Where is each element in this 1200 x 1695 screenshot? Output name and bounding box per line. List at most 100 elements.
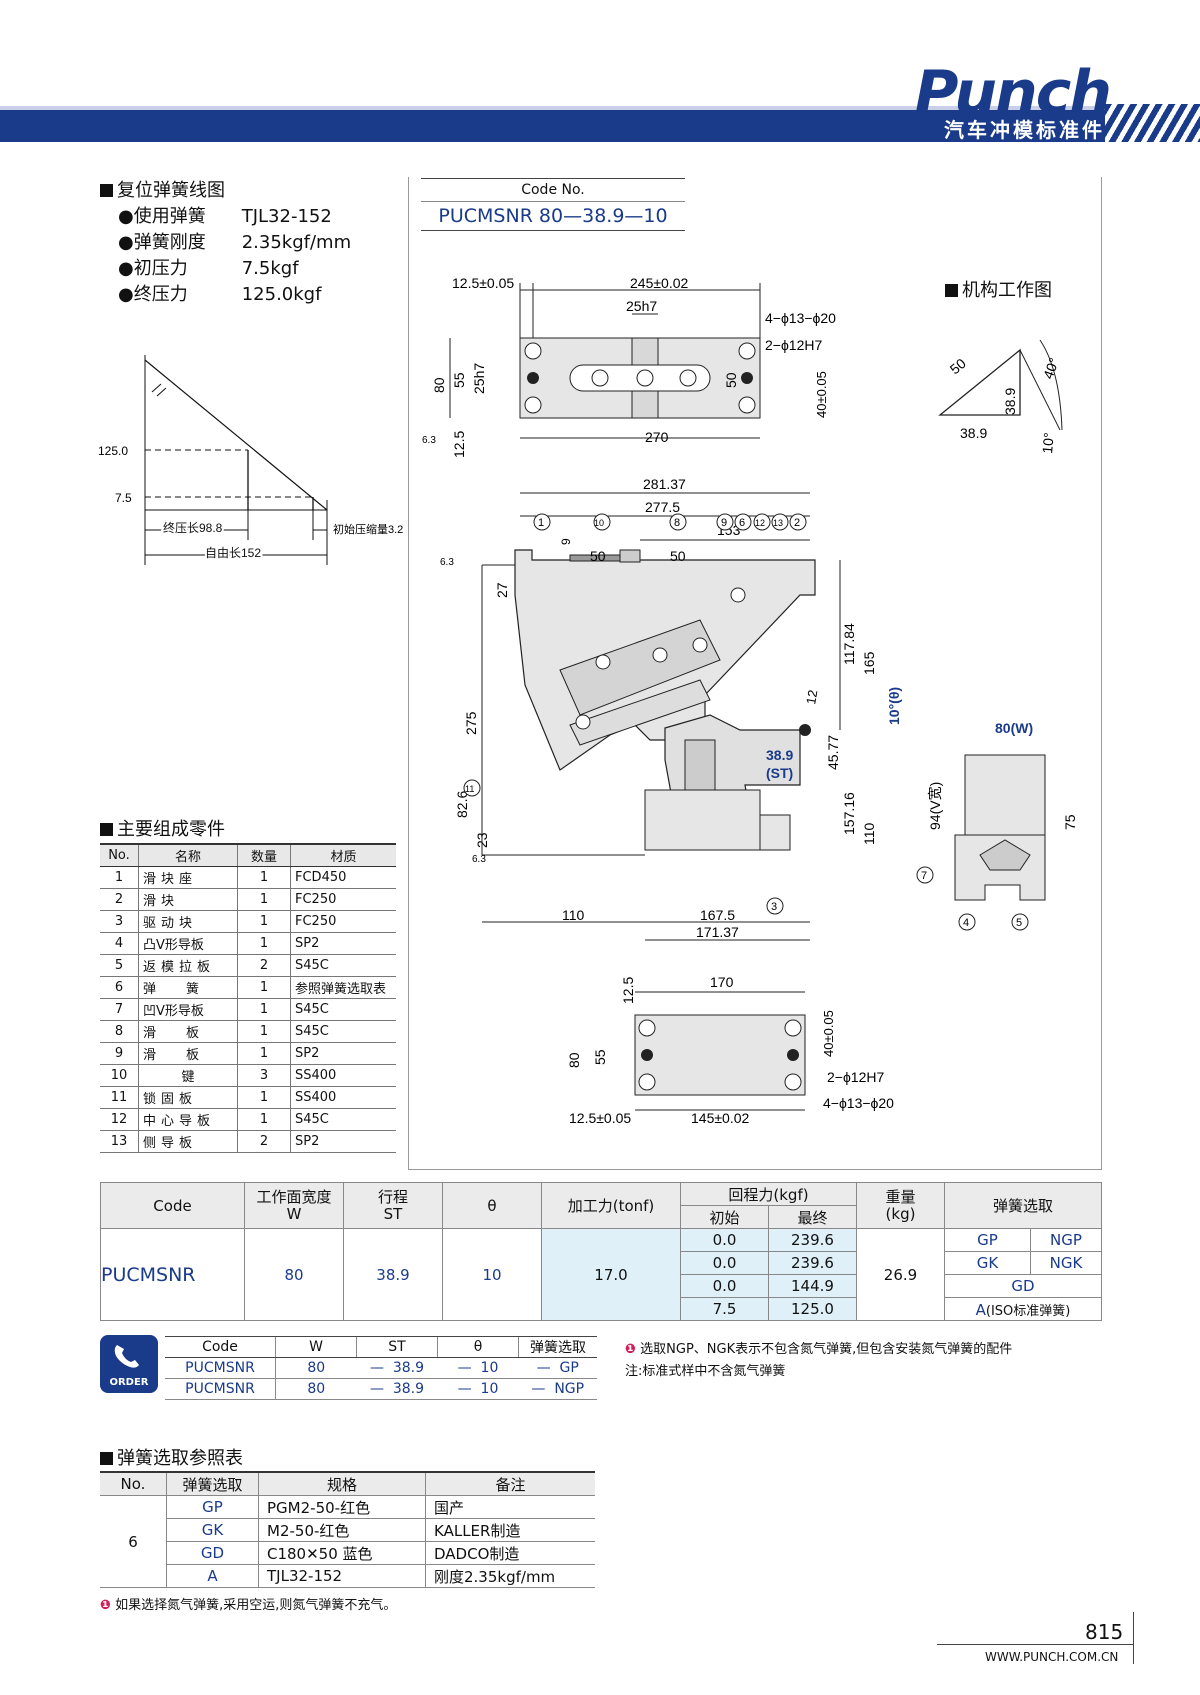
dim-171-text: 171.37 [696, 924, 739, 940]
header-stripes [1105, 104, 1200, 142]
dim-27-text: 27 [494, 582, 510, 598]
balloon-1: 1 [538, 517, 544, 529]
top-hole [636, 369, 654, 387]
v-guide-v [979, 839, 1031, 871]
dim-275-text: 275 [463, 711, 479, 735]
bot-12-5h: 12.5±0.05 [569, 1110, 631, 1126]
bot-holes-b: 2−ϕ12H7 [827, 1069, 884, 1085]
y-label-125: 125.0 [98, 444, 128, 458]
spring-diagram-title: 复位弹簧线图 [100, 176, 225, 202]
part-hole [652, 647, 668, 663]
balloon-13: 13 [773, 518, 783, 528]
footer-url: WWW.PUNCH.COM.CN [985, 1650, 1119, 1664]
order-badge: ORDER [100, 1335, 158, 1393]
dim-277-text: 277.5 [645, 499, 680, 515]
y-label-7-5: 7.5 [115, 491, 132, 505]
balloon-group: 1 10 8 9 6 12 13 2 11 3 [463, 513, 807, 915]
order-note-1: ❶ 选取NGP、NGK表示不包含氮气弹簧,但包含安装氮气弹簧的配件 [625, 1342, 1013, 1357]
h-return: 回程力(kgf) [680, 1182, 857, 1206]
roughness-mark: 6.3 [422, 435, 436, 446]
bottom-hole [638, 1073, 656, 1091]
dim-50a-text: 50 [590, 548, 606, 564]
code-no-value: PUCMSNR 80—38.9—10 [438, 205, 668, 227]
top-hole [524, 342, 542, 360]
dim-23-text: 23 [474, 832, 490, 848]
h-code: Code [100, 1182, 245, 1229]
section-square-icon [100, 1452, 113, 1465]
angle-triangle [938, 348, 1021, 416]
v-guide-drawing: 80(W) 94(V宽) 75 7 4 5 [916, 720, 1078, 931]
dim-82-6-text: 82.6 [454, 791, 470, 818]
diagram-slope [144, 359, 328, 511]
top-hole [738, 396, 756, 414]
balloon-11: 11 [465, 784, 474, 794]
tri-38-9v: 38.9 [1002, 388, 1018, 415]
tri-10: 10° [1039, 432, 1057, 454]
section-square-icon [100, 184, 113, 197]
break-mark [151, 383, 162, 393]
dim-40: 40±0.05 [814, 371, 829, 418]
drive-base-part [644, 789, 761, 851]
dim-165-text: 165 [861, 651, 877, 675]
break-mark [156, 387, 167, 397]
v-w-text: 80(W) [995, 720, 1033, 736]
spring-table-title: 弹簧选取参照表 [100, 1444, 243, 1470]
table-row: 0.0 239.6 GK NGK [101, 1251, 1102, 1275]
angle-arc [1039, 339, 1063, 431]
dim-281-text: 281.37 [643, 476, 686, 492]
v-75-text: 75 [1062, 814, 1078, 830]
spring-force-diagram: 125.0 7.5 终压长98.8 初始压缩量3.2 自由长152 [98, 355, 403, 565]
bot-80-text: 80 [566, 1052, 582, 1068]
dim-50: 50 [723, 372, 739, 388]
angle-line [1019, 349, 1061, 431]
note-dot-icon: ❶ [625, 1342, 637, 1357]
bottom-view-drawing: 170 12.5 80 55 40±0.05 2−ϕ12H7 4−ϕ13−ϕ20… [566, 974, 894, 1126]
table-row: GK M2-50-红色 KALLER制造 [100, 1518, 595, 1542]
v-balloon-group: 7 4 5 [916, 866, 1029, 931]
cell-code: PUCMSNR [100, 1228, 245, 1321]
slider-block-part [559, 619, 721, 716]
balloon-9: 9 [721, 517, 727, 529]
table-row: PUCMSNR 80 — 38.9 — 10 — GP [165, 1357, 597, 1379]
balloon-2: 2 [794, 517, 800, 529]
balloon-5: 5 [1016, 917, 1022, 929]
driver-guide-part [569, 679, 711, 746]
col-no: No. [100, 843, 139, 867]
top-hole [524, 396, 542, 414]
dim-st-label: (ST) [766, 765, 793, 781]
side-view-drawing: 275 27 9 6.3 6.3 82.6 23 281.37 277.5 15… [440, 476, 902, 941]
dim-80: 80 [431, 377, 447, 393]
table-row: GD C180✕50 蓝色 DADCO制造 [100, 1541, 595, 1565]
h-init: 初始 [680, 1205, 769, 1229]
table-row: 7.5 125.0 A(ISO标准弹簧) [101, 1297, 1102, 1321]
parts-title: 主要组成零件 [100, 815, 225, 841]
brand-logo: Punch [914, 58, 1112, 128]
top-pin [741, 372, 753, 384]
dim-55: 55 [451, 372, 467, 388]
dim-117-text: 117.84 [841, 623, 857, 665]
order-note-2: 注:标准式样中不含氮气弹簧 [625, 1364, 786, 1379]
balloon-8: 8 [674, 517, 680, 529]
cell-st: 38.9 [343, 1228, 443, 1321]
top-hole [591, 369, 609, 387]
drive-base-step [759, 814, 791, 851]
balloon-4: 4 [963, 917, 969, 929]
col-qty: 数量 [237, 843, 291, 867]
h-theta: θ [442, 1182, 542, 1229]
part-hole [575, 714, 591, 730]
dim-157-text: 157.16 [841, 792, 857, 835]
cell-theta: 10 [442, 1228, 542, 1321]
bottom-pin [787, 1049, 799, 1061]
top-pin [527, 372, 539, 384]
dim-9-text: 9 [559, 538, 573, 545]
top-view-drawing: 12.5±0.05 245±0.02 25h7 4−ϕ13−ϕ20 2−ϕ12H… [422, 275, 836, 458]
dim-25h7: 25h7 [626, 298, 657, 314]
